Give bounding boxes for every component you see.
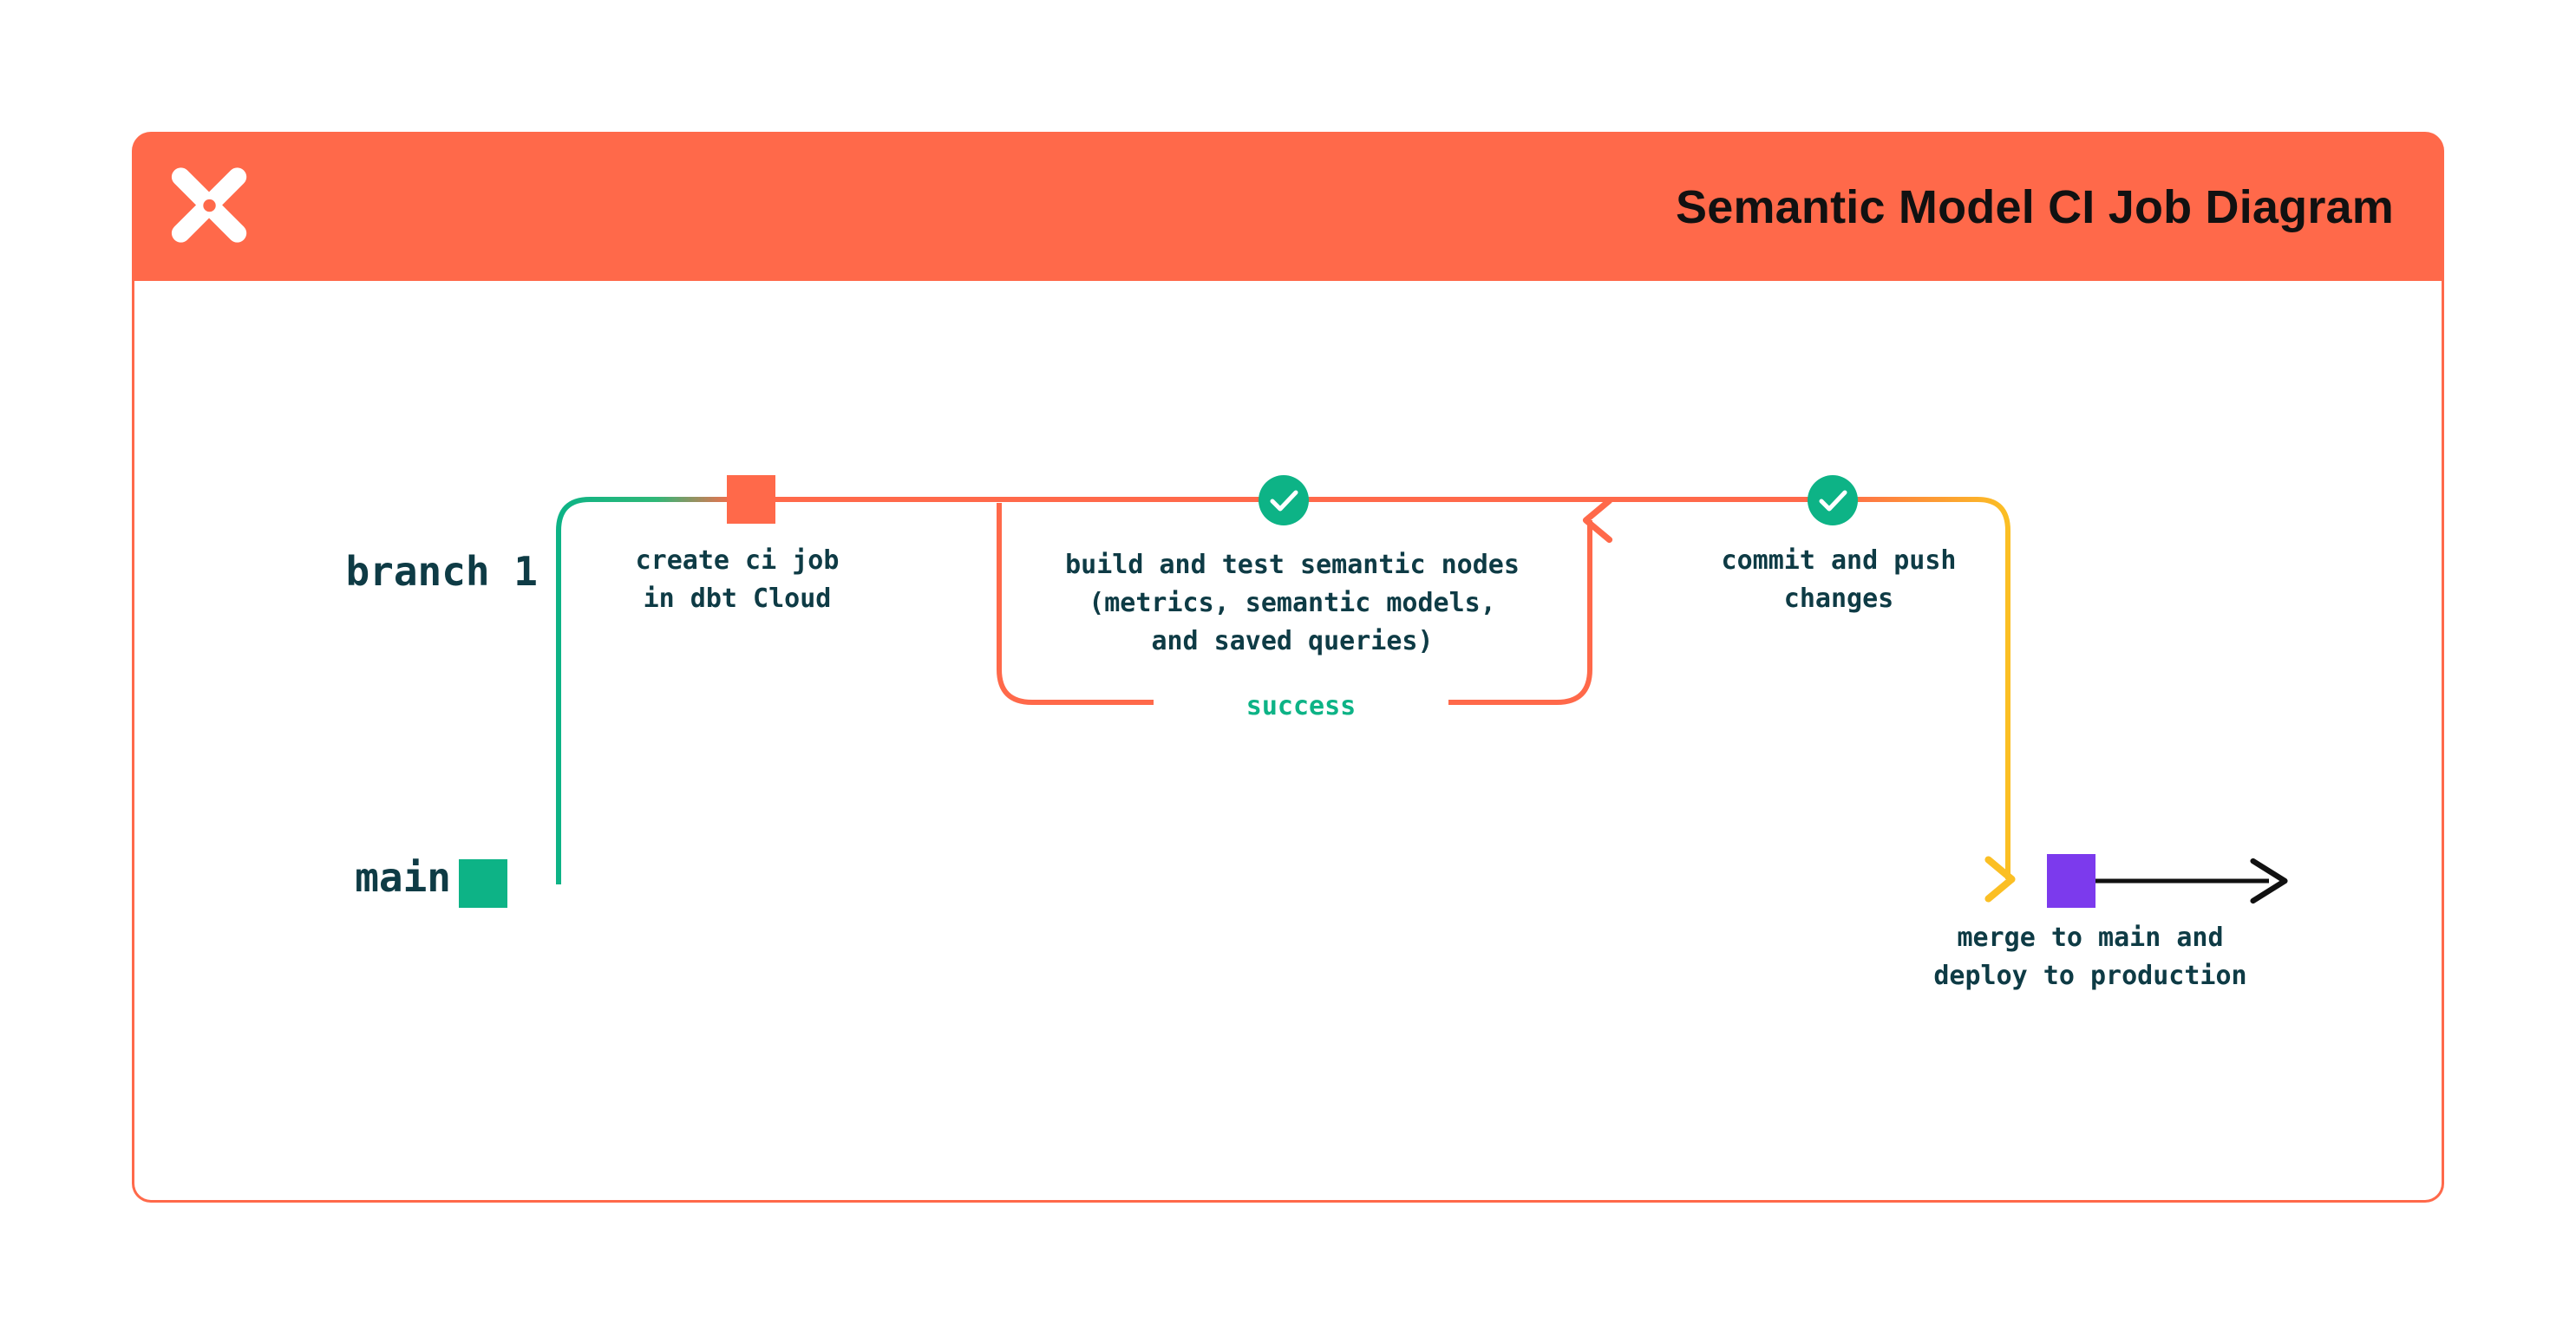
caption-merge-to-main: merge to main and deploy to production [1933,923,2247,991]
node-merge-to-main[interactable] [2047,854,2095,908]
caption-create-ci-job: create ci job in dbt Cloud [635,545,840,614]
edge-label-success: success [1154,689,1448,723]
node-create-ci-job[interactable] [727,475,775,524]
check-circle-icon-commit[interactable] [1808,475,1858,525]
card-body [132,281,2444,1203]
page-title: Semantic Model CI Job Diagram [1676,181,2394,233]
lane-label-branch: branch 1 [345,548,538,595]
dbt-logo-icon [168,165,252,248]
check-circle-icon-build[interactable] [1259,475,1309,525]
lane-label-main: main [355,854,451,901]
diagram-card: Semantic Model CI Job Diagram [132,132,2444,1203]
card-header: Semantic Model CI Job Diagram [132,132,2444,284]
caption-build-and-test: build and test semantic nodes (metrics, … [1065,550,1520,656]
caption-commit-and-push: commit and push changes [1721,545,1957,614]
node-main-start[interactable] [459,859,507,908]
